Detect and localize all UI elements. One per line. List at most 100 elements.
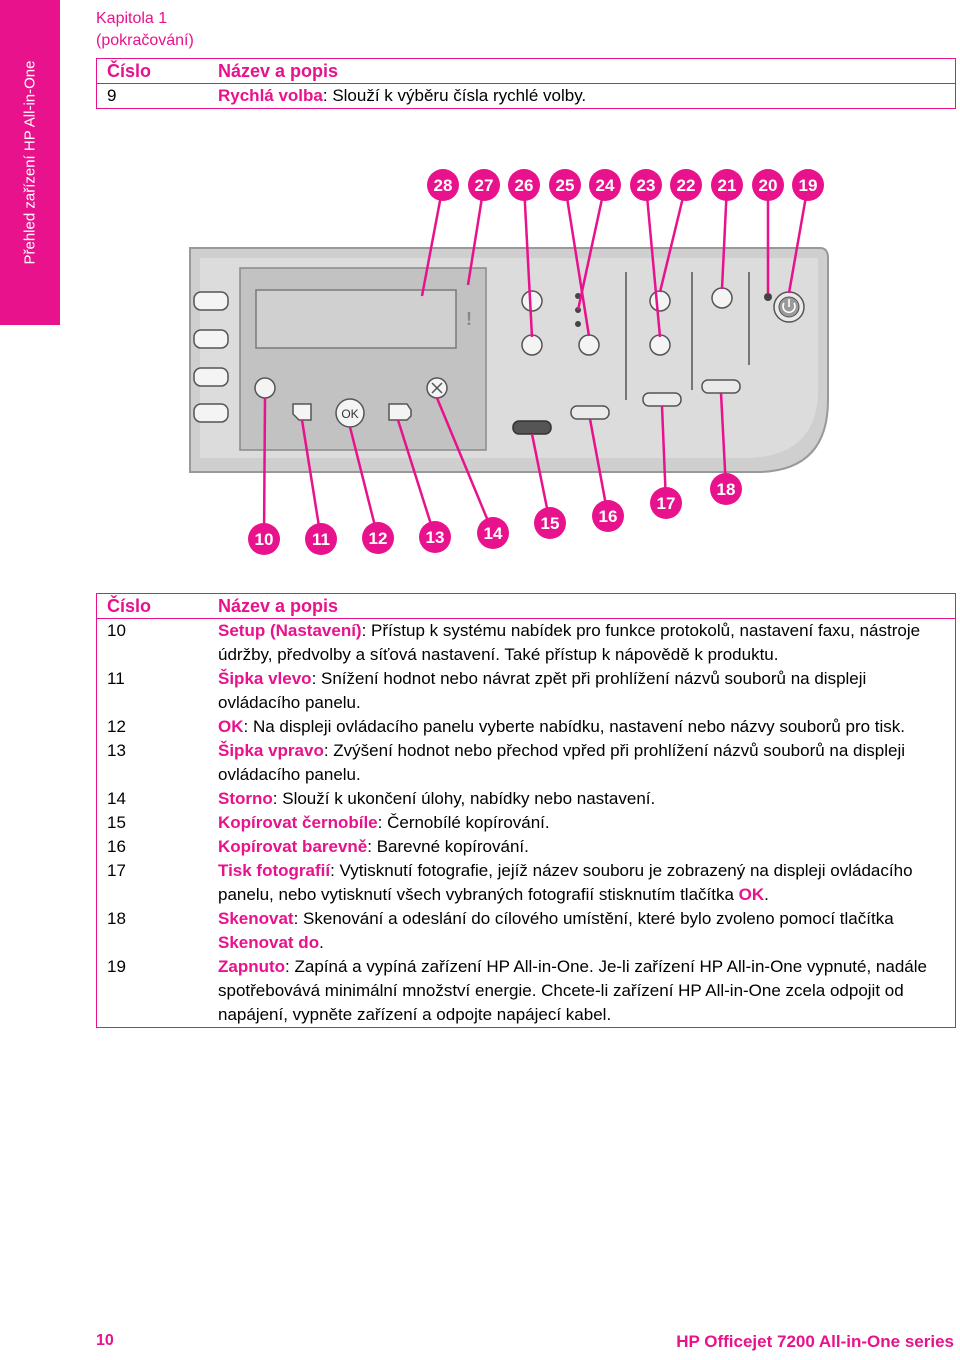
bottom-callout-label: 14	[484, 524, 503, 543]
bottom-leader-line	[435, 397, 495, 534]
panel-button-27[interactable]	[521, 334, 543, 356]
row-desc: : Slouží k ukončení úlohy, nabídky nebo …	[272, 789, 656, 808]
table-row: 15 Kopírovat černobíle: Černobílé kopíro…	[97, 811, 956, 835]
top-callout-label: 25	[556, 176, 575, 195]
scan-button[interactable]	[701, 379, 741, 394]
bottom-callout-bubble	[534, 507, 566, 539]
cancel-x-icon	[431, 382, 443, 394]
setup-button[interactable]	[254, 377, 276, 399]
copy-color-button[interactable]	[570, 405, 610, 420]
row-term: Kopírovat barevně	[218, 837, 368, 856]
row-desc: : Černobílé kopírování.	[377, 813, 550, 832]
left-button-1[interactable]	[193, 291, 229, 311]
row-term: OK	[218, 717, 244, 736]
row-desc: : Zvýšení hodnot nebo přechod vpřed při …	[218, 741, 906, 784]
arrow-right-button[interactable]	[388, 403, 412, 421]
row-number: 15	[107, 813, 126, 832]
row-description: Kopírovat barevně: Barevné kopírování.	[210, 835, 956, 859]
row-term: Kopírovat černobíle	[218, 813, 378, 832]
bottom-leader-line	[588, 418, 610, 517]
power-icon	[782, 302, 796, 314]
top-callout-bubble	[589, 169, 621, 201]
table-row: 10 Setup (Nastavení): Přístup k systému …	[97, 619, 956, 668]
row-number: 16	[107, 837, 126, 856]
product-name: HP Officejet 7200 All-in-One series	[676, 1332, 954, 1351]
print-photos-button[interactable]	[642, 392, 682, 407]
row-desc: : Slouží k výběru čísla rychlé volby.	[322, 86, 587, 105]
left-button-2[interactable]	[193, 329, 229, 349]
bottom-callout-bubble	[248, 523, 280, 555]
bottom-callout-label: 13	[426, 528, 445, 547]
row-term-inline: Skenovat do	[218, 933, 320, 952]
top-callout-label: 23	[637, 176, 656, 195]
row-number: 12	[107, 717, 126, 736]
row-number: 14	[107, 789, 126, 808]
row-desc-end: .	[319, 933, 324, 952]
bottom-callout-label: 18	[717, 480, 736, 499]
warning-icon: !	[466, 309, 472, 329]
bottom-leader-line	[660, 405, 668, 504]
bottom-callout-bubble	[362, 522, 394, 554]
left-button-4[interactable]	[193, 403, 229, 423]
col-number-header: Číslo	[96, 593, 210, 619]
top-callout-label: 20	[759, 176, 778, 195]
top-leader-line	[720, 184, 729, 290]
arrow-left-button[interactable]	[292, 403, 312, 421]
top-leader-line	[466, 184, 486, 286]
bottom-callout-label: 17	[657, 494, 676, 513]
top-leader-line	[563, 184, 591, 337]
row-term: Tisk fotografií	[218, 861, 331, 880]
table-row: 19 Zapnuto: Zapíná a vypíná zařízení HP …	[97, 955, 956, 1028]
top-callout-label: 22	[677, 176, 696, 195]
col-name-header: Název a popis	[210, 593, 956, 619]
row-description: Skenovat: Skenování a odeslání do cílové…	[210, 907, 956, 955]
table-row: 18 Skenovat: Skenování a odeslání do cíl…	[97, 907, 956, 955]
bottom-callout-label: 11	[312, 530, 330, 549]
row-description: OK: Na displeji ovládacího panelu vybert…	[210, 715, 956, 739]
panel-button-24[interactable]	[578, 334, 600, 356]
table-row: 12 OK: Na displeji ovládacího panelu vyb…	[97, 715, 956, 739]
row-number: 19	[107, 957, 126, 976]
row-description: Kopírovat černobíle: Černobílé kopírován…	[210, 811, 956, 835]
top-leader-line	[420, 184, 445, 297]
table-row: 14 Storno: Slouží k ukončení úlohy, nabí…	[97, 787, 956, 811]
row-description: Storno: Slouží k ukončení úlohy, nabídky…	[210, 787, 956, 811]
chapter-title: Kapitola 1	[96, 10, 168, 27]
power-led	[764, 293, 772, 301]
bottom-callout-label: 16	[599, 507, 618, 526]
table-row: 16 Kopírovat barevně: Barevné kopírování…	[97, 835, 956, 859]
panel-button-22[interactable]	[649, 290, 671, 312]
row-number: 13	[107, 741, 126, 760]
top-callout-bubble	[549, 169, 581, 201]
top-callout-label: 24	[596, 176, 615, 195]
row-term: Šipka vpravo	[218, 741, 324, 760]
row-desc: : Přístup k systému nabídek pro funkce p…	[218, 621, 921, 664]
bottom-leader-line	[262, 397, 267, 540]
col-name-header: Název a popis	[210, 58, 956, 84]
row-term-inline: OK	[738, 885, 765, 904]
table-row: 13 Šipka vpravo: Zvýšení hodnot nebo pře…	[97, 739, 956, 787]
top-callout-bubble	[508, 169, 540, 201]
row-number: 11	[107, 669, 125, 688]
panel-button-23[interactable]	[649, 334, 671, 356]
bottom-leader-line	[348, 426, 380, 539]
top-callout-bubble	[468, 169, 500, 201]
table-top: Číslo Název a popis 9 Rychlá volba: Slou…	[96, 58, 956, 109]
bottom-callout-label: 15	[541, 514, 560, 533]
col-number-header: Číslo	[96, 58, 210, 84]
top-callout-label: 26	[515, 176, 534, 195]
table-row: 17 Tisk fotografií: Vytisknutí fotografi…	[97, 859, 956, 907]
row-desc: : Skenování a odeslání do cílového umíst…	[293, 909, 894, 928]
copy-black-button[interactable]	[512, 420, 552, 435]
row-desc: : Snížení hodnot nebo návrat zpět při pr…	[218, 669, 867, 712]
row-desc: : Zapíná a vypíná zařízení HP All-in-One…	[218, 957, 927, 1024]
left-button-3[interactable]	[193, 367, 229, 387]
table-header-row: Číslo Název a popis	[96, 58, 956, 84]
row-description: Šipka vpravo: Zvýšení hodnot nebo přecho…	[210, 739, 956, 787]
bottom-leader-line	[300, 419, 323, 540]
row-desc: : Vytisknutí fotografie, jejíž název sou…	[218, 861, 913, 904]
panel-button-21[interactable]	[711, 287, 733, 309]
panel-button-26[interactable]	[521, 290, 543, 312]
